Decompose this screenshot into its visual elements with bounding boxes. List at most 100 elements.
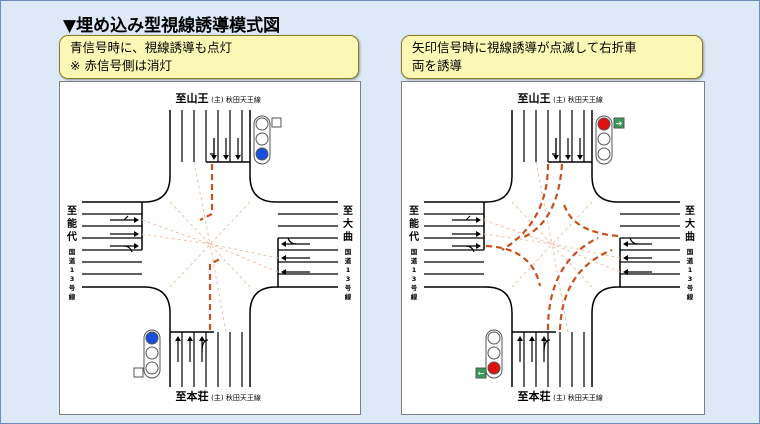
faint-guide-line [169, 201, 251, 288]
east-direction-label-char: 曲 [685, 230, 695, 243]
east-direction-label-char: 至 [343, 205, 353, 217]
faint-guide-line [193, 161, 211, 245]
south-route-label: (主) 秋田天王線 [211, 393, 261, 402]
faint-guide-line [169, 201, 251, 288]
left-signals [133, 115, 282, 379]
west-direction-label-char: 能 [409, 217, 419, 230]
west-arrow-head [476, 231, 481, 237]
south-arrow-signal-off-icon [133, 367, 144, 378]
faint-guide-line [141, 233, 211, 245]
south-lanes [170, 331, 243, 387]
north-right-turn-arrow [210, 138, 215, 155]
left-caption-line1: 青信号時に、視線誘導も点灯 [70, 40, 233, 55]
west-route-label-char: 1 [412, 266, 417, 274]
signal-lamp-lit [597, 117, 611, 131]
north-arrow-head [235, 155, 241, 160]
east-route-label-char: 3 [346, 275, 351, 283]
west-route-label-char: 道 [411, 256, 418, 265]
west-direction-label-char: 至 [67, 205, 77, 217]
right-arrow-glyph: ➔ [616, 119, 623, 128]
faint-guide-line [209, 243, 227, 333]
signal-lamp-off [145, 361, 159, 375]
east-route-label-char: 国 [345, 247, 352, 256]
west-right-turn-arrow [465, 245, 475, 253]
right-signals: ➔← [475, 115, 625, 379]
east-direction-label-char: 至 [685, 205, 695, 217]
west-route-label-char: 1 [70, 266, 75, 274]
west-route-label-char: 3 [412, 275, 417, 283]
north-arrow-head [565, 155, 571, 160]
east-lanes [277, 213, 338, 287]
west-route-label-char: 線 [69, 292, 76, 301]
faint-guide-line [551, 243, 569, 333]
road-edge-sw [82, 286, 171, 387]
right-caption-line2: 両を誘導 [412, 58, 463, 73]
signal-lamp-lit [255, 147, 269, 161]
guide-dash-north [199, 164, 214, 221]
faint-guide-line [535, 161, 553, 245]
faint-guide-line [551, 243, 621, 273]
road-edge-ne [591, 110, 680, 203]
north-arrow-head [553, 155, 559, 160]
south-lanes [512, 331, 585, 387]
west-direction-label-char: 代 [66, 230, 77, 243]
east-route-label-char: 3 [688, 275, 693, 283]
east-arrow-head [281, 255, 286, 261]
faint-guide-line [511, 201, 593, 288]
south-arrow-head [517, 336, 523, 341]
left-caption-note: 青信号時に、視線誘導も点灯 ※ 赤信号側は消灯 [59, 35, 359, 79]
south-signal-icon [485, 329, 503, 379]
west-direction-label-char: 代 [408, 230, 419, 243]
south-route-label: (主) 秋田天王線 [553, 393, 603, 402]
south-arrow-head [187, 336, 193, 341]
west-direction-label: 至能代 [408, 205, 419, 243]
east-right-turn-arrow [287, 237, 297, 245]
east-route-label-char: 線 [345, 292, 352, 301]
south-arrow-head [541, 336, 547, 341]
west-arrow-head [134, 231, 139, 237]
signal-lamp-off [487, 331, 501, 345]
east-arrow-head [623, 269, 628, 275]
east-route-label-char: 1 [346, 266, 351, 274]
road-edge-nw [82, 110, 171, 203]
north-route-label: (主) 秋田天王線 [553, 95, 603, 104]
east-direction-label-char: 曲 [343, 230, 353, 243]
south-right-turn-arrow [543, 339, 551, 353]
south-arrow-head [175, 336, 181, 341]
north-lanes [181, 110, 250, 163]
signal-lamp-lit [487, 361, 501, 375]
west-route-label-char: 号 [69, 283, 76, 292]
east-route-label-char: 号 [687, 283, 694, 292]
left-arrow-glyph: ← [478, 369, 485, 378]
south-signal-icon [143, 329, 161, 379]
signal-lamp-lit [145, 331, 159, 345]
road-edge-sw [424, 286, 513, 387]
east-route-label-char: 1 [688, 266, 693, 274]
north-signal-icon [595, 115, 613, 165]
north-direction-label: 至山王 [176, 91, 209, 105]
west-arrow-head [134, 243, 139, 249]
east-route-label-char: 道 [687, 256, 694, 265]
east-route-label-char: 号 [345, 283, 352, 292]
north-signal-icon [253, 115, 271, 165]
east-direction-label-char: 大 [343, 217, 353, 230]
signal-lamp-off [487, 346, 501, 360]
west-route-label-char: 国 [411, 247, 418, 256]
south-arrow-head [529, 336, 535, 341]
east-arrow-head [281, 269, 286, 275]
guide-dash-north-turn2 [501, 163, 550, 251]
guide-dash-south [208, 257, 223, 330]
road-edge-se [591, 286, 680, 387]
west-left-turn-arrow [123, 215, 129, 221]
left-caption-line2: ※ 赤信号側は消灯 [70, 58, 172, 73]
guide-dash-south-turn [546, 237, 599, 331]
signal-lamp-off [255, 117, 269, 131]
south-arrow-head [199, 336, 205, 341]
